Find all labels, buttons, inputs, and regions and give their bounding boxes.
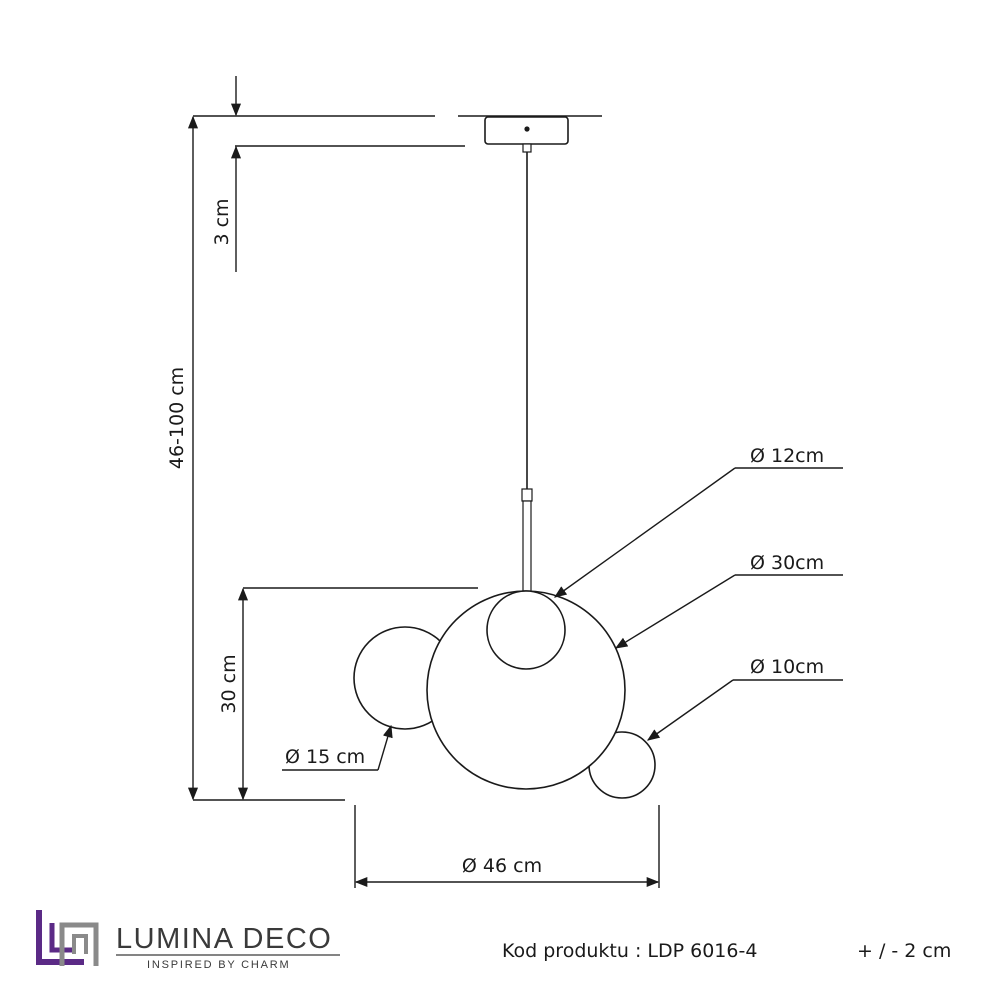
main-ball-leader	[614, 574, 736, 649]
left-ball-leader	[377, 724, 393, 771]
cable-grip-top	[522, 143, 532, 153]
top-ball-label: Ø 12cm	[750, 445, 824, 467]
width-label: Ø 46 cm	[462, 855, 542, 877]
top-ball	[486, 590, 566, 670]
cable-adjuster	[521, 488, 533, 502]
top-ball-leader	[553, 467, 736, 598]
right-ball-leader	[646, 679, 734, 741]
tolerance-note: + / - 2 cm	[857, 940, 951, 962]
right-ball-label: Ø 10cm	[750, 656, 824, 678]
shade-height-label: 30 cm	[218, 654, 240, 713]
total-height-label: 46-100 cm	[166, 367, 188, 469]
brand-name: LUMINA DECO	[116, 923, 332, 955]
brand-tagline: INSPIRED BY CHARM	[147, 959, 290, 971]
canopy-height-label: 3 cm	[211, 198, 233, 245]
lamp-stem	[522, 500, 532, 592]
product-code: Kod produktu : LDP 6016-4	[502, 940, 757, 962]
left-ball-label: Ø 15 cm	[285, 746, 365, 768]
main-ball-label: Ø 30cm	[750, 552, 824, 574]
canopy-screw	[524, 126, 530, 132]
brand-logo-icon	[36, 910, 99, 966]
